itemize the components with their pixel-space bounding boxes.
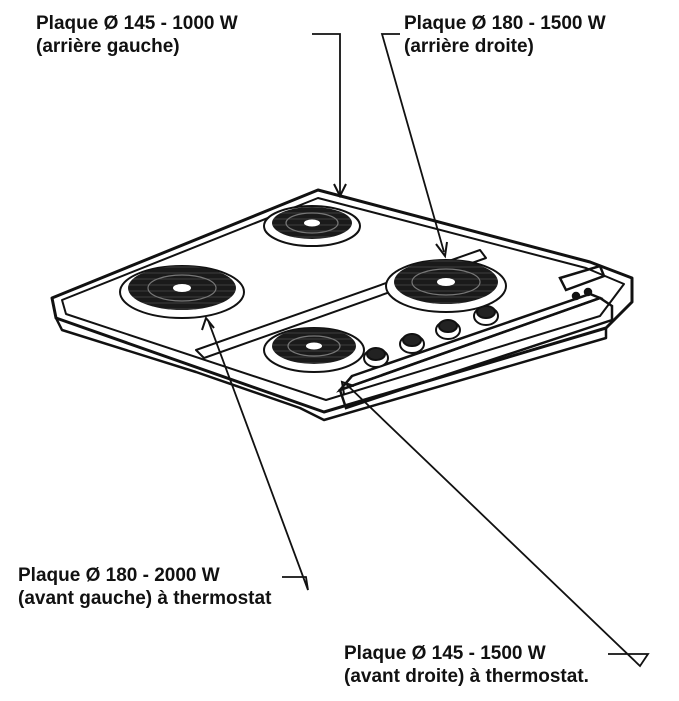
leader-front-right [345, 383, 650, 668]
leader-lines [201, 33, 650, 668]
label-front-left-line1: Plaque Ø 180 - 2000 W [18, 565, 220, 586]
arrow-rear-right [435, 241, 448, 259]
control-panel [336, 264, 614, 410]
label-front-right: Plaque Ø 145 - 1500 W (avant droite) à t… [344, 642, 589, 688]
control-knobs [363, 305, 499, 368]
label-front-left-line2: (avant gauche) à thermostat [18, 588, 272, 609]
label-rear-right-line1: Plaque Ø 180 - 1500 W [404, 13, 606, 34]
leader-front-left [207, 319, 309, 591]
plate-front-right [263, 327, 365, 373]
knob-2 [399, 333, 425, 354]
label-front-right-line2: (avant droite) à thermostat. [344, 666, 589, 687]
label-rear-left-line1: Plaque Ø 145 - 1000 W [36, 13, 238, 34]
arrow-rear-left [333, 183, 347, 199]
label-rear-right: Plaque Ø 180 - 1500 W (arrière droite) [404, 12, 606, 58]
label-front-right-line1: Plaque Ø 145 - 1500 W [344, 643, 546, 664]
label-rear-right-line2: (arrière droite) [404, 36, 534, 57]
label-rear-left: Plaque Ø 145 - 1000 W (arrière gauche) [36, 12, 238, 58]
arrow-front-left [201, 315, 215, 331]
leader-rear-right [380, 33, 445, 253]
knob-1 [363, 347, 389, 368]
plate-rear-right [385, 259, 507, 313]
plate-front-left [119, 265, 245, 319]
label-front-left: Plaque Ø 180 - 2000 W (avant gauche) à t… [18, 564, 271, 610]
arrow-front-right [340, 380, 355, 395]
plate-rear-left [263, 205, 361, 247]
knob-3 [435, 319, 461, 340]
leader-rear-left [312, 33, 341, 194]
label-rear-left-line2: (arrière gauche) [36, 36, 180, 57]
